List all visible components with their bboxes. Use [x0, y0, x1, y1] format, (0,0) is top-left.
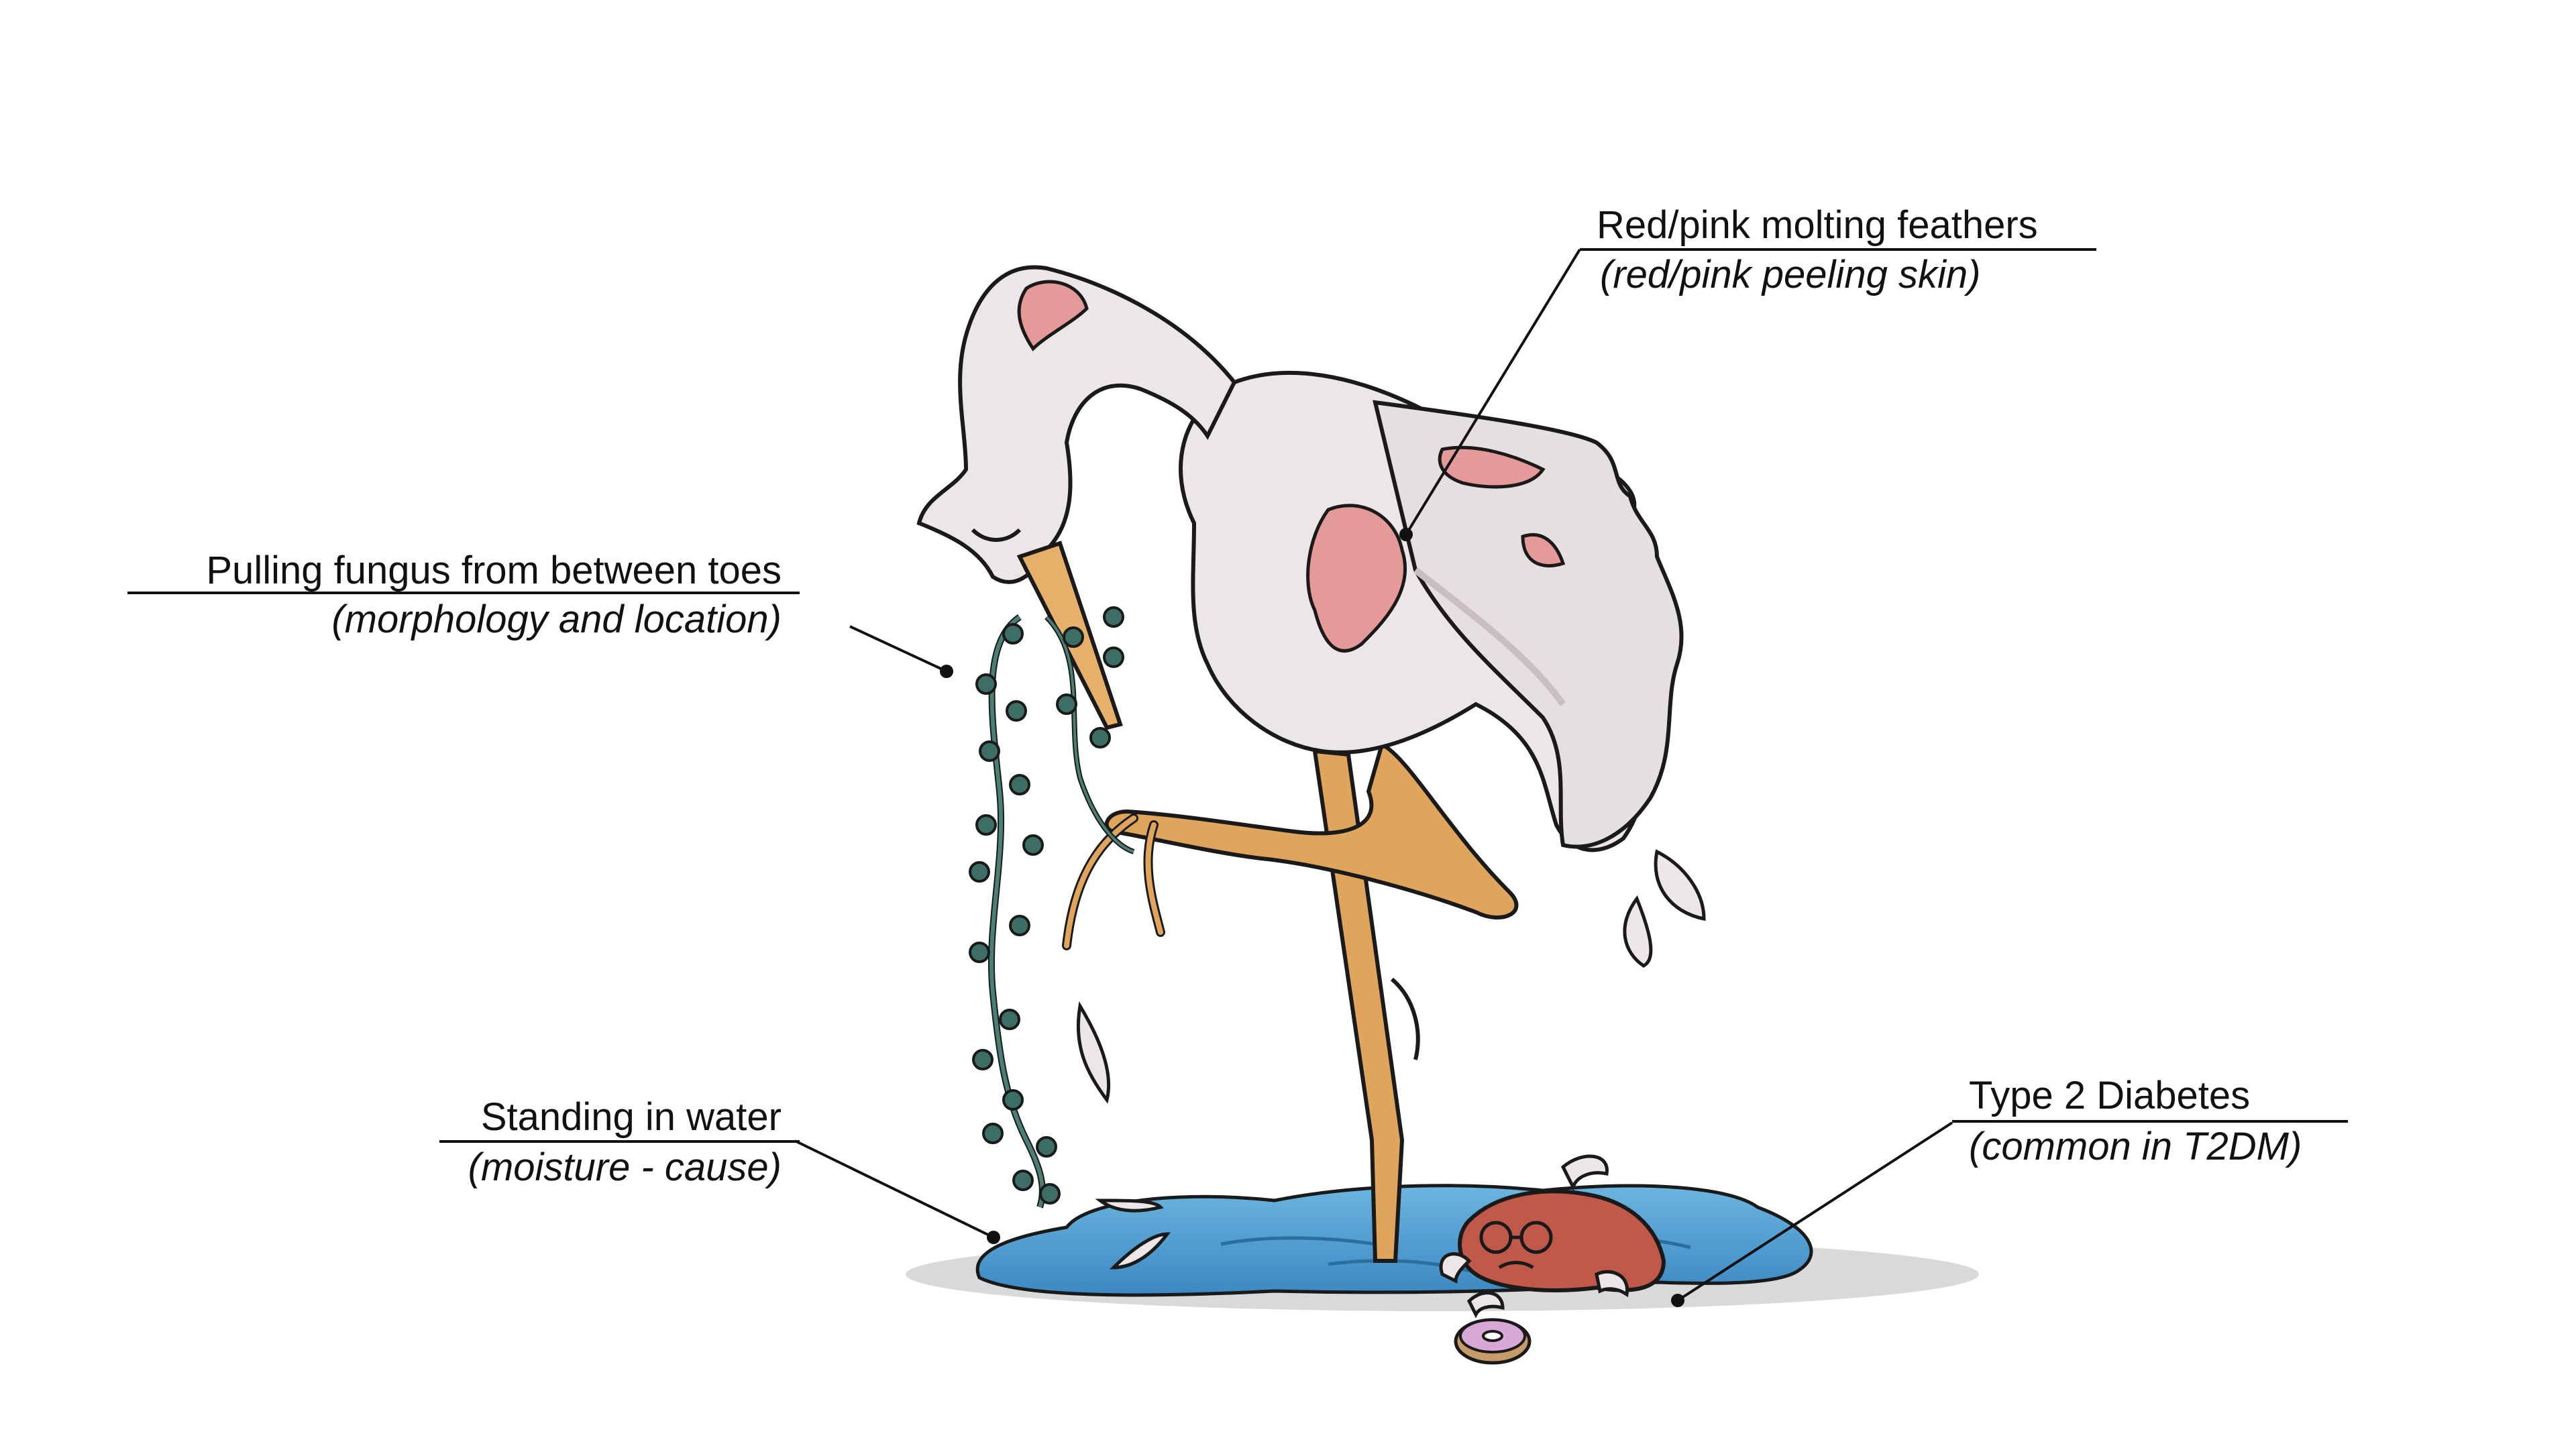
- raised-leg: [1104, 741, 1519, 919]
- water-subtitle: (moisture - cause): [468, 1146, 782, 1189]
- standing-leg: [1312, 748, 1405, 1263]
- pancreas-character: [1439, 1154, 1666, 1319]
- peeling-skin-patches: [1017, 280, 1566, 653]
- water-underline: [439, 1140, 800, 1143]
- fungus-title: Pulling fungus from between toes: [206, 549, 782, 592]
- leader-lines: [794, 248, 1953, 1302]
- diabetes-title: Type 2 Diabetes: [1969, 1074, 2251, 1117]
- molting-subtitle: (red/pink peeling skin): [1600, 253, 1981, 296]
- leader-dots: [940, 528, 1684, 1307]
- fungal-hyphae-strand: [969, 606, 1135, 1209]
- water-title: Standing in water: [480, 1095, 782, 1139]
- molting-title: Red/pink molting feathers: [1597, 203, 2038, 247]
- fungus-subtitle: (morphology and location): [331, 598, 782, 641]
- diabetes-subtitle: (common in T2DM): [1969, 1125, 2302, 1168]
- molting-underline: [1580, 248, 2096, 251]
- stork-wing: [1373, 400, 1684, 849]
- falling-feather-icon: [1076, 849, 1706, 1270]
- donut-icon: [1454, 1318, 1532, 1365]
- fungus-underline: [127, 592, 800, 594]
- stork-neck: [916, 265, 1237, 584]
- diabetes-underline: [1952, 1120, 2348, 1123]
